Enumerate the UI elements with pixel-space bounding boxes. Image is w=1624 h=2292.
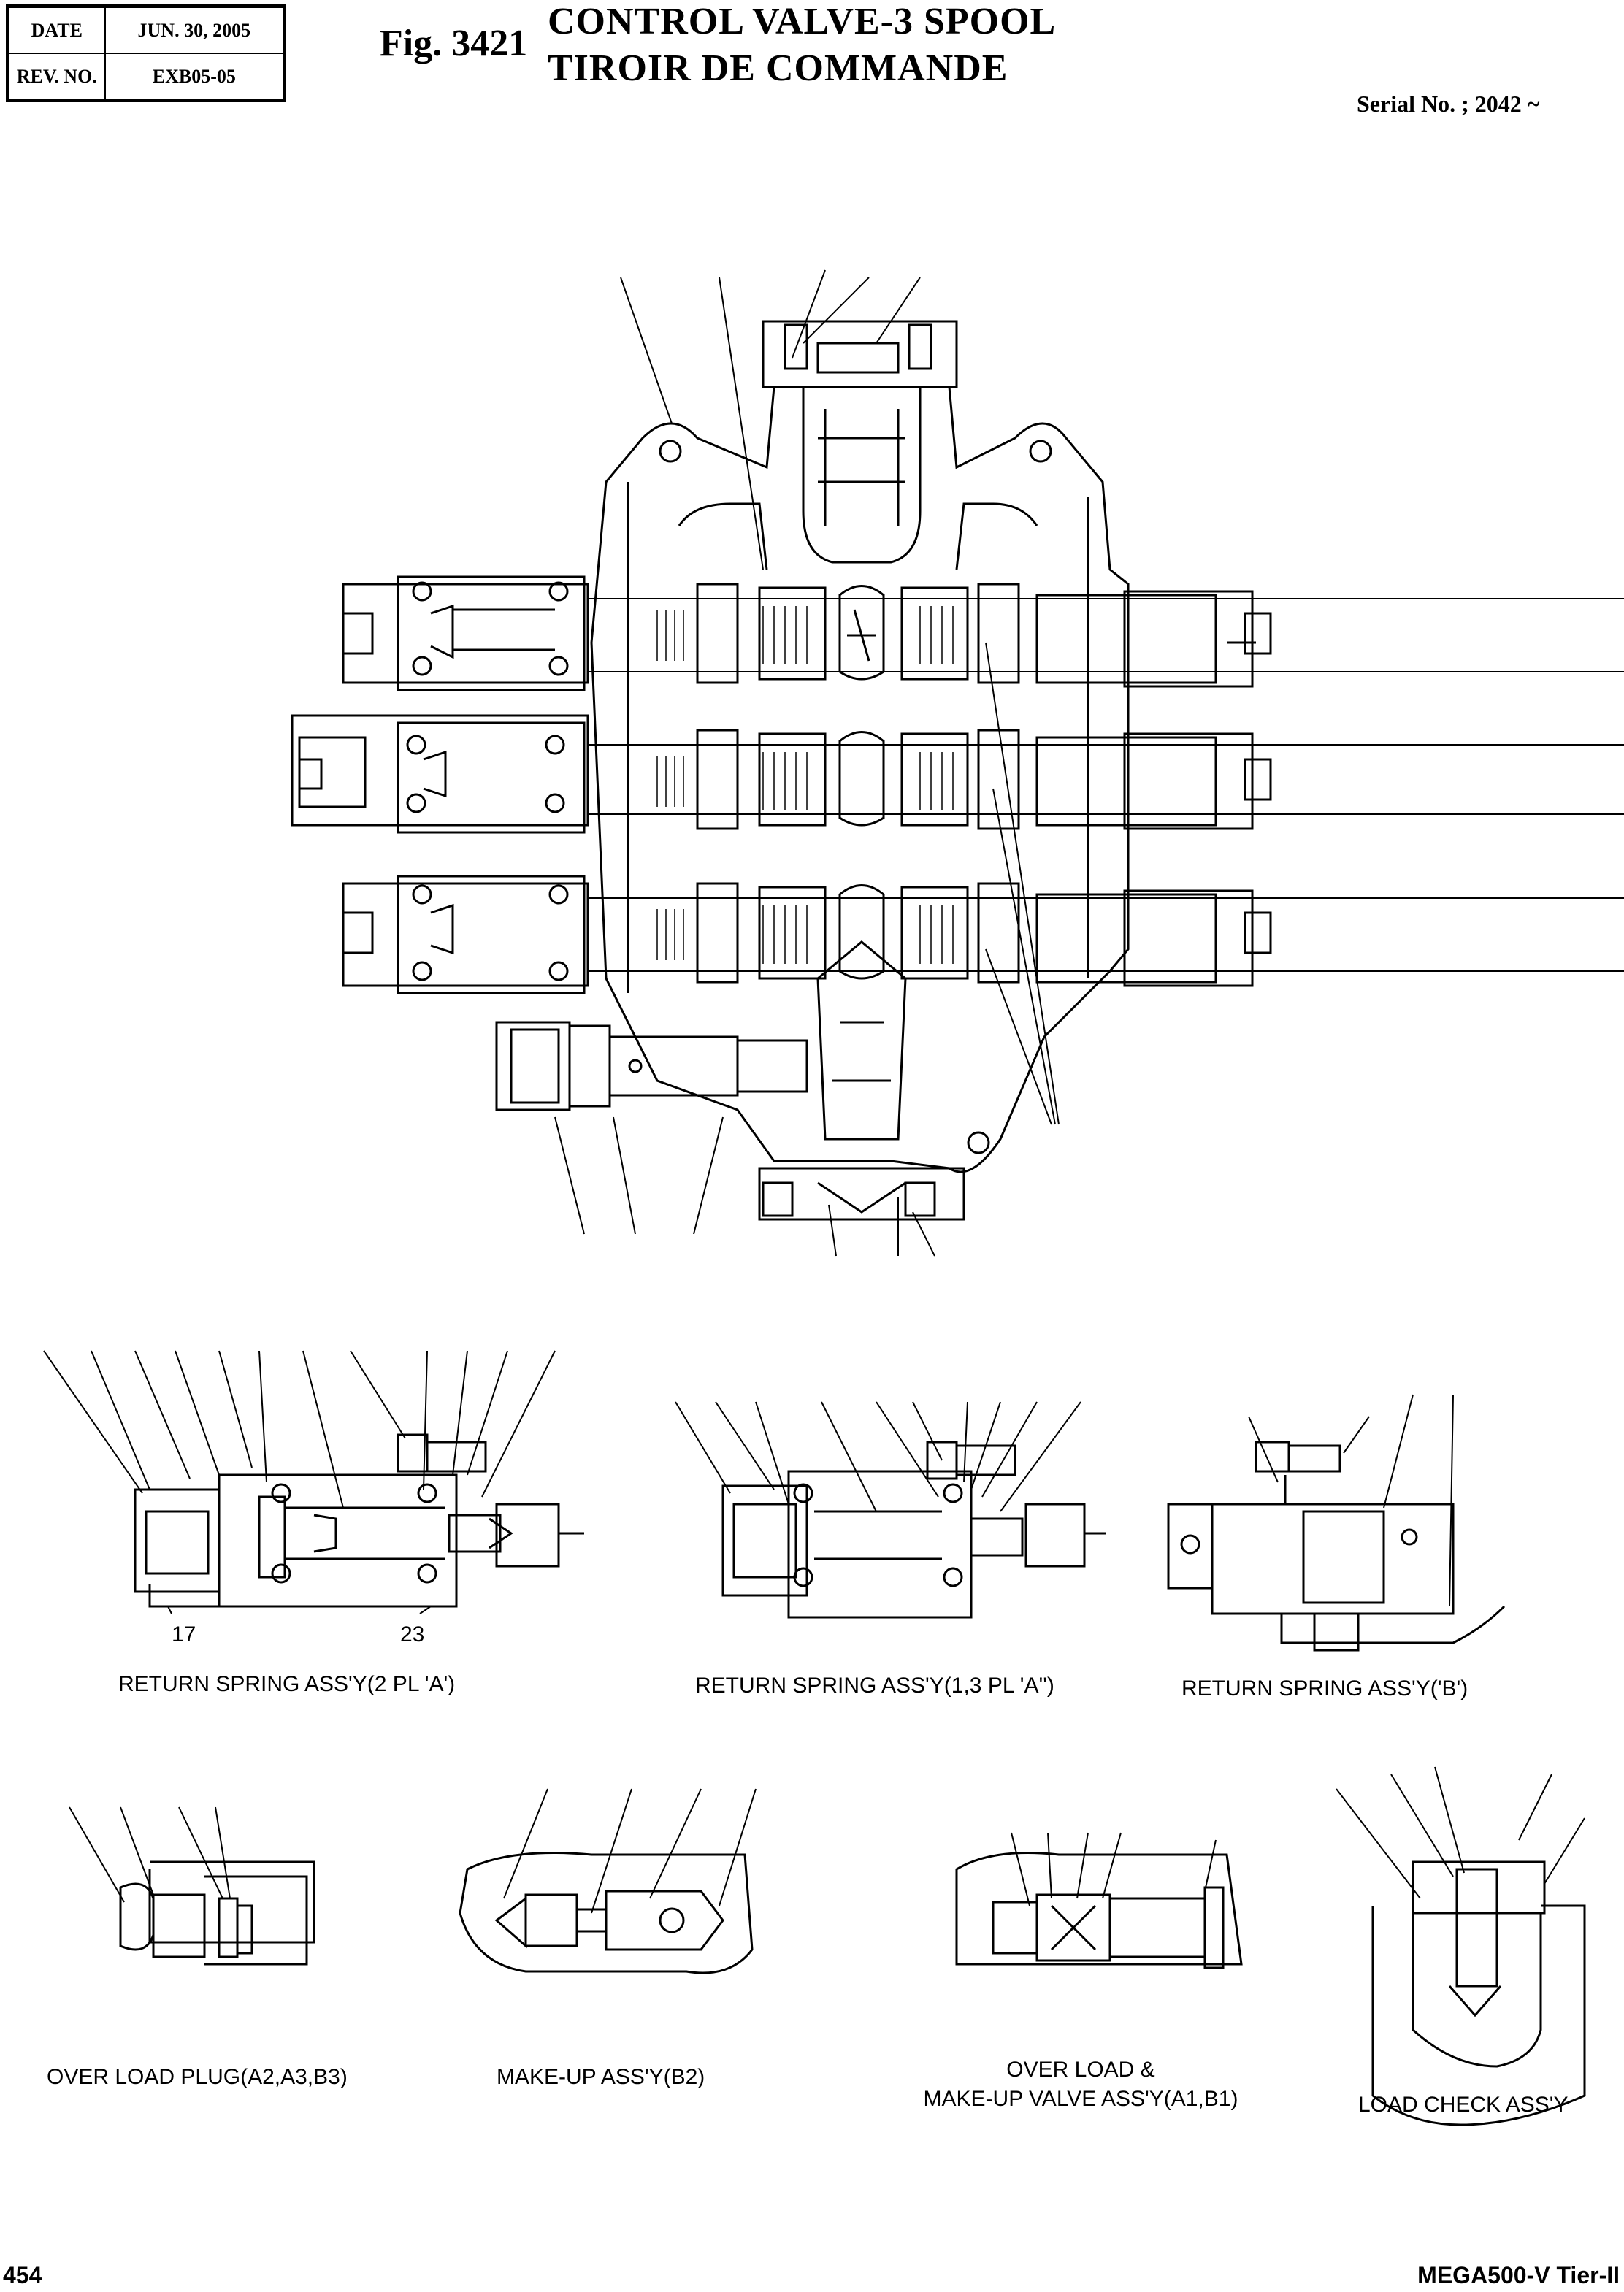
serial-number: Serial No. ; 2042 ~ <box>1357 91 1540 117</box>
caption-over-load-plug: OVER LOAD PLUG(A2,A3,B3) <box>47 2065 348 2089</box>
page-title-french: TIROIR DE COMMANDE <box>548 47 1008 89</box>
model-name: MEGA500-V Tier-II <box>1417 2262 1620 2288</box>
caption-return-spring-b: RETURN SPRING ASS'Y('B') <box>1181 1676 1468 1701</box>
return-spring-assy-13pl-a-drawing <box>675 1401 1106 1619</box>
return-spring-assy-b-drawing <box>1167 1394 1506 1652</box>
spool-section-2 <box>291 714 1624 834</box>
callout-23: 23 <box>400 1622 425 1647</box>
page-title-english: CONTROL VALVE-3 SPOOL <box>548 1 1057 42</box>
return-spring-assy-2pl-a-drawing <box>43 1350 584 1614</box>
caption-return-spring-13pl-a: RETURN SPRING ASS'Y(1,3 PL 'A'') <box>695 1674 1054 1698</box>
spool-section-1 <box>342 575 1624 691</box>
caption-load-check-assy: LOAD CHECK ASS'Y <box>1358 2093 1569 2117</box>
rev-label: REV. NO. <box>8 53 106 100</box>
caption-return-spring-2pl-a: RETURN SPRING ASS'Y(2 PL 'A') <box>118 1672 456 1696</box>
load-check-assy-drawing <box>1336 1766 1586 2126</box>
caption-over-load-makeup-line2: MAKE-UP VALVE ASS'Y(A1,B1) <box>923 2087 1238 2111</box>
make-up-assy-drawing <box>459 1788 757 1974</box>
spool-section-3 <box>342 875 1624 994</box>
date-label: DATE <box>8 7 106 54</box>
main-valve-assembly <box>291 269 1624 1257</box>
over-load-makeup-valve-drawing <box>955 1832 1243 1969</box>
revision-info-box: DATE JUN. 30, 2005 REV. NO. EXB05-05 <box>6 4 286 102</box>
over-load-plug-drawing <box>69 1806 315 1966</box>
caption-over-load-makeup-line1: OVER LOAD & <box>1006 2058 1155 2082</box>
page-number: 454 <box>3 2262 42 2288</box>
rev-value: EXB05-05 <box>104 53 285 100</box>
caption-make-up-assy: MAKE-UP ASS'Y(B2) <box>497 2065 705 2089</box>
date-value: JUN. 30, 2005 <box>104 7 285 54</box>
callout-17: 17 <box>172 1622 196 1647</box>
figure-number: Fig. 3421 <box>380 23 528 64</box>
